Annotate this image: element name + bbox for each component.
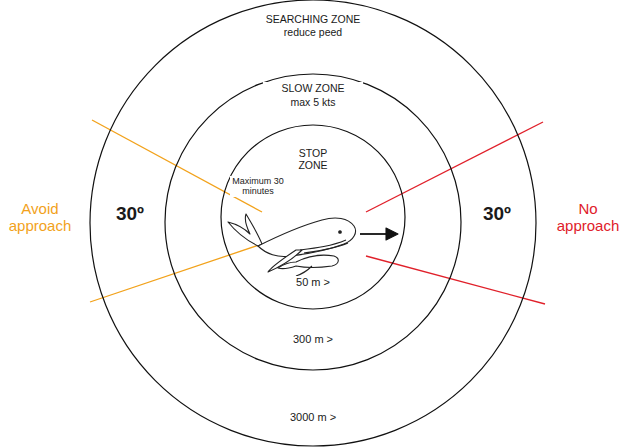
no-approach-line: [366, 122, 543, 212]
zone-circle: STOP ZONE Maximum 30 minutes 50 m >: [220, 124, 406, 310]
angle-label: 30º: [105, 203, 155, 225]
zone-title: SLOW ZONE: [263, 82, 363, 94]
zone-note: 300 m >: [278, 333, 348, 346]
zone-note: Maximum 30 minutes: [230, 176, 286, 197]
angle-label: 30º: [472, 203, 522, 225]
zone-note: max 5 kts: [263, 96, 363, 108]
zone-note: 50 m >: [283, 276, 343, 289]
zone-circle: SLOW ZONE max 5 kts 300 m > STOP ZONE Maximu…: [164, 73, 462, 371]
zone-title: STOP ZONE: [293, 147, 333, 171]
approach-label: No approach: [553, 200, 623, 235]
zone-note: reduce peed: [248, 26, 378, 38]
zone-circle: SEARCHING ZONEreduce peed 3000 m > SLOW ZO…: [89, 0, 537, 447]
whale-figure: [228, 214, 398, 276]
zone-note: 3000 m >: [273, 411, 353, 424]
zone-outline: [164, 73, 462, 371]
avoid-sector-line: [90, 244, 262, 302]
zone-title: SEARCHING ZONE: [248, 13, 378, 25]
approach-label: Avoid approach: [2, 200, 78, 235]
zone-outline: [89, 0, 537, 447]
